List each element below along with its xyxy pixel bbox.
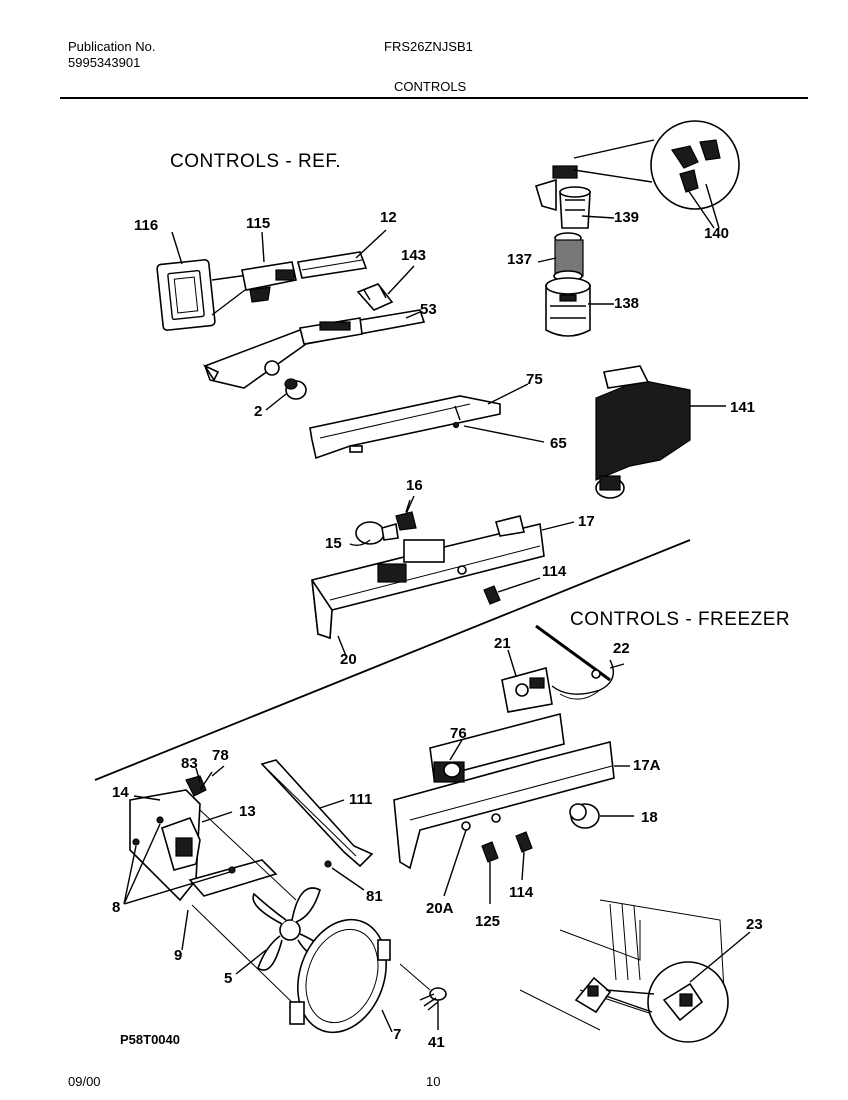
callout-20: 20 (340, 651, 357, 668)
part-15-16-bulb-socket (355, 499, 417, 545)
part-18-knob (569, 803, 634, 829)
part-116-gasket (156, 259, 249, 331)
callout-115: 115 (246, 215, 271, 232)
page-number: 10 (426, 1074, 441, 1089)
publication-label: Publication No. (68, 39, 156, 54)
footer-date: 09/00 (68, 1074, 101, 1089)
part-114-pilot-light-ref (483, 577, 541, 605)
part-7-shroud (289, 918, 393, 1034)
callout-143: 143 (401, 247, 427, 264)
ref-controls-title: CONTROLS - REF. (170, 151, 342, 172)
callout-114-freezer: 114 (509, 884, 534, 901)
callout-7: 7 (393, 1026, 402, 1043)
part-17a-housing-freezer (393, 712, 630, 870)
callout-8: 8 (112, 899, 121, 916)
callout-12: 12 (380, 209, 397, 226)
callout-17: 17 (578, 513, 595, 530)
callout-13: 13 (239, 803, 256, 820)
part-143-clip (356, 283, 394, 311)
freezer-controls-title: CONTROLS - FREEZER (570, 609, 791, 630)
callout-137: 137 (507, 251, 533, 268)
callout-116: 116 (134, 217, 159, 234)
part-14-13-motor-bracket (129, 771, 301, 1011)
callout-41: 41 (428, 1034, 445, 1051)
part-12-housing (297, 251, 368, 279)
callout-17a: 17A (633, 757, 661, 774)
callout-22: 22 (613, 640, 630, 657)
callout-23: 23 (746, 916, 763, 933)
model-number: FRS26ZNJSB1 (384, 39, 473, 54)
callout-111: 111 (349, 791, 373, 808)
callout-81: 81 (366, 888, 383, 905)
figure-code: P58T0040 (120, 1032, 180, 1047)
leader-lines (123, 215, 615, 975)
callout-114-ref: 114 (542, 563, 567, 580)
callout-138: 138 (614, 295, 640, 312)
callout-53: 53 (420, 301, 437, 318)
callout-21: 21 (494, 635, 511, 652)
publication-number: 5995343901 (68, 55, 141, 70)
section-title: CONTROLS (394, 79, 467, 94)
callout-140: 140 (704, 225, 730, 242)
callout-83: 83 (181, 755, 198, 772)
part-141-valve (595, 365, 726, 499)
callout-2: 2 (254, 403, 263, 420)
part-53-bracket (202, 309, 426, 389)
part-41-screw (399, 963, 447, 1030)
part-125-114-lights (443, 829, 533, 904)
callout-141: 141 (730, 399, 756, 416)
callout-14: 14 (112, 784, 129, 801)
callout-125: 125 (475, 913, 501, 930)
callout-5: 5 (224, 970, 233, 987)
part-2-knob (284, 378, 307, 400)
part-75-cover (309, 395, 501, 460)
section-divider (94, 539, 691, 781)
callout-16: 16 (406, 477, 423, 494)
callout-15: 15 (325, 535, 342, 552)
part-21-22-thermostat (501, 624, 625, 713)
part-23-cabinet-detail (519, 899, 751, 1043)
callout-139: 139 (614, 209, 640, 226)
part-140-detail (573, 120, 740, 229)
callout-78: 78 (212, 747, 229, 764)
part-17-20-housing-ref (311, 515, 545, 640)
callout-76: 76 (450, 725, 467, 742)
callout-75: 75 (526, 371, 543, 388)
callout-20a: 20A (426, 900, 454, 917)
callout-9: 9 (174, 947, 183, 964)
part-115-switch (241, 261, 297, 303)
callout-65: 65 (550, 435, 567, 452)
callout-18: 18 (641, 809, 658, 826)
part-111-brace (260, 759, 374, 891)
part-139-137-138-damper (535, 165, 591, 337)
